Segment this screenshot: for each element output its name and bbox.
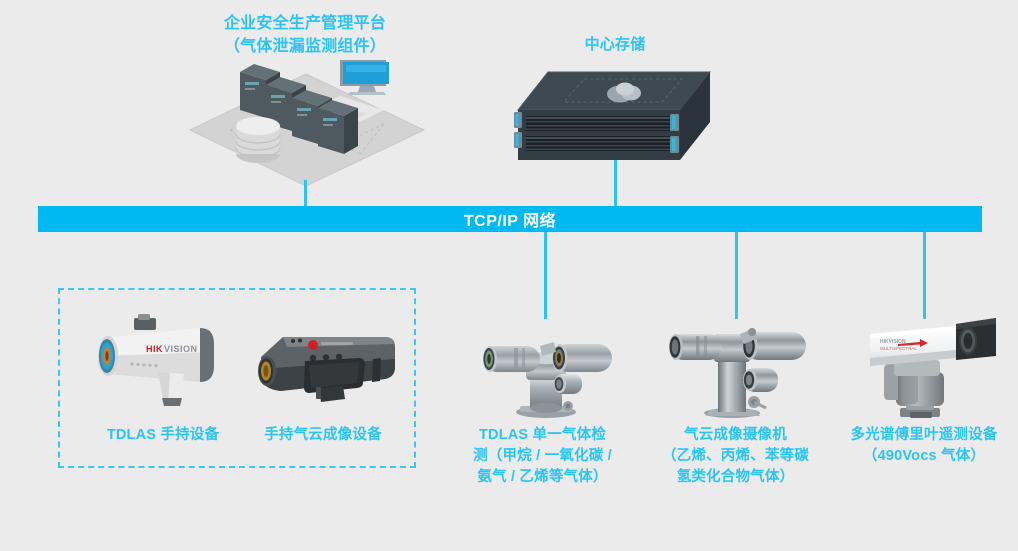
storage-server-icon	[512, 68, 717, 173]
caption-line3: 氨气 / 乙烯等气体）	[477, 469, 608, 486]
isometric-datacenter-icon	[188, 60, 428, 190]
platform-title-line1: 企业安全生产管理平台	[223, 15, 386, 32]
caption-line1: 气云成像摄像机	[684, 427, 787, 443]
gas-cloud-imaging-camera-icon	[662, 318, 812, 418]
caption-line2: 测（甲烷 / 一氧化碳 /	[473, 448, 612, 465]
handheld-thermal-imager-icon	[247, 325, 399, 405]
caption-line2: （490Vocs 气体）	[862, 448, 986, 465]
caption-line1: 多光谱傅里叶遥测设备	[850, 427, 998, 443]
connector-network-to-tdlas-ptz	[544, 231, 547, 319]
caption-line3: 氢类化合物气体）	[676, 469, 795, 486]
handheld-device-group	[58, 288, 416, 468]
caption-gas-cloud-camera: 气云成像摄像机 （乙烯、丙烯、苯等碳 氢类化合物气体）	[648, 425, 823, 488]
svg-text:HIK: HIK	[146, 344, 163, 354]
caption-line2: （乙烯、丙烯、苯等碳	[662, 448, 809, 465]
connector-platform-to-network	[304, 180, 307, 208]
caption-multispectral-device: 多光谱傅里叶遥测设备 （490Vocs 气体）	[835, 425, 1013, 467]
svg-text:VISION: VISION	[164, 344, 198, 354]
platform-title-line2: （气体泄漏监测组件）	[223, 38, 386, 56]
tcpip-network-label: TCP/IP 网络	[463, 213, 557, 230]
caption-tdlas-single-gas-detection: TDLAS 单一气体检 测（甲烷 / 一氧化碳 / 氨气 / 乙烯等气体）	[455, 425, 630, 488]
connector-network-to-multispectral	[923, 231, 926, 319]
caption-handheld-gas-imager: 手持气云成像设备	[264, 427, 382, 443]
tcpip-network-bar: TCP/IP 网络	[38, 206, 982, 232]
ptz-dual-barrel-camera-icon	[470, 318, 622, 418]
connector-network-to-gascloud-cam	[735, 231, 738, 319]
connector-storage-to-network	[614, 160, 617, 208]
svg-text:HIKVISION: HIKVISION	[880, 339, 906, 345]
platform-title: 企业安全生产管理平台 （气体泄漏监测组件）	[185, 12, 425, 58]
multispectral-fourier-camera-icon: HIKVISION MULTISPECTRAL	[864, 316, 1006, 418]
storage-title: 中心存储	[584, 36, 646, 53]
svg-text:MULTISPECTRAL: MULTISPECTRAL	[880, 346, 917, 351]
handheld-tdlas-gun-icon: HIK VISION	[88, 312, 230, 408]
caption-line1: TDLAS 单一气体检	[478, 427, 607, 443]
caption-tdlas-handheld: TDLAS 手持设备	[106, 427, 220, 443]
